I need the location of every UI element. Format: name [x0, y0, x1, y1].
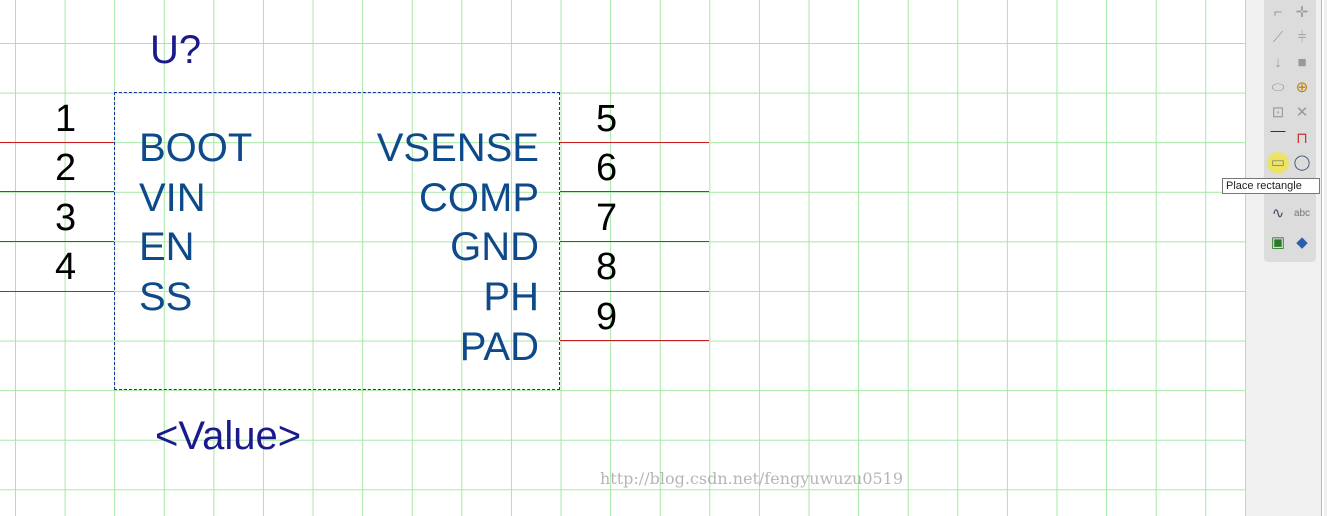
panel-border — [1321, 0, 1324, 516]
bus-entry-icon[interactable]: ⟋ — [1272, 29, 1284, 46]
pin-number: 1 — [55, 98, 77, 140]
part-icon[interactable]: ■ — [1297, 54, 1307, 71]
sheet-entry-icon[interactable]: ⊡ — [1271, 104, 1285, 121]
rectangle-icon[interactable]: ▭ — [1270, 154, 1286, 171]
pin-line[interactable] — [560, 340, 709, 341]
pin-line[interactable] — [0, 191, 114, 192]
port-icon[interactable]: ⬭ — [1271, 79, 1285, 96]
pin-line[interactable] — [0, 142, 114, 143]
pin-line[interactable] — [560, 291, 709, 292]
pin-number: 6 — [596, 147, 618, 189]
bezier-icon[interactable]: ∿ — [1271, 205, 1285, 222]
pin-line[interactable] — [560, 191, 709, 192]
drawing-toolbar: ⌐ ✛ ⟋ ⫩ ↓ ■ ⬭ ⊕ ⊡ ✕ ⎺ ⊓ ▭ ◯ ∿ abc ▣ ◆ — [1264, 0, 1316, 262]
pin-name: VIN — [139, 176, 206, 220]
pin-number: 7 — [596, 197, 618, 239]
pin-number: 8 — [596, 246, 618, 288]
polygon-icon[interactable]: ⊓ — [1296, 130, 1308, 147]
no-erc-icon[interactable]: ✕ — [1295, 104, 1309, 121]
pin-line[interactable] — [0, 291, 114, 292]
component-body[interactable] — [114, 92, 560, 390]
text-icon[interactable]: abc — [1293, 208, 1311, 219]
pin-name: COMP — [419, 176, 539, 220]
pin-line[interactable] — [560, 241, 709, 242]
tooltip: Place rectangle — [1222, 178, 1320, 194]
pin-name: PAD — [459, 325, 539, 369]
ellipse-icon[interactable]: ◯ — [1293, 154, 1311, 171]
pin-number: 4 — [55, 246, 77, 288]
pin-name: BOOT — [139, 126, 253, 170]
schematic-canvas[interactable]: U? 1 2 3 4 5 6 7 8 9 BOOT VIN EN SS VSEN… — [0, 0, 1245, 516]
cursor-highlight — [1267, 152, 1289, 174]
pin-name: SS — [139, 275, 193, 319]
wire-icon[interactable]: ⌐ — [1273, 4, 1283, 21]
power-port-icon[interactable]: ↓ — [1274, 54, 1282, 71]
bus-icon[interactable]: ✛ — [1295, 4, 1309, 21]
pin-number: 5 — [596, 98, 618, 140]
ieee-symbol-icon[interactable]: ◆ — [1296, 234, 1308, 251]
pin-number: 2 — [55, 147, 77, 189]
net-label-icon[interactable]: ⫩ — [1297, 29, 1307, 46]
pin-number: 9 — [596, 296, 618, 338]
component-designator[interactable]: U? — [150, 28, 202, 72]
pin-name: PH — [483, 275, 539, 319]
image-icon[interactable]: ▣ — [1270, 234, 1286, 251]
pin-name: GND — [450, 225, 539, 269]
pin-line[interactable] — [560, 142, 709, 143]
pin-name: EN — [139, 225, 195, 269]
line-icon[interactable]: ⎺ — [1270, 130, 1286, 147]
watermark: http://blog.csdn.net/fengyuwuzu0519 — [600, 469, 904, 488]
pin-name: VSENSE — [376, 126, 539, 170]
place-part-icon[interactable]: ⊕ — [1295, 79, 1309, 96]
pin-number: 3 — [55, 197, 77, 239]
component-value[interactable]: <Value> — [155, 414, 302, 458]
pin-line[interactable] — [0, 241, 114, 242]
